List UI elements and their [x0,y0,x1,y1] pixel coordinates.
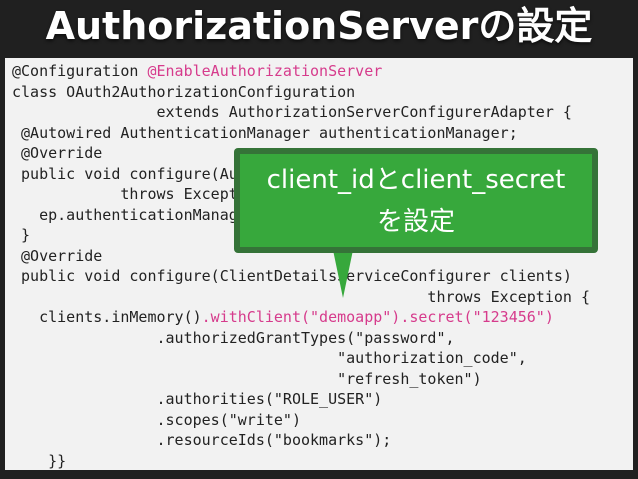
code-line: .authorities("ROLE_USER") [12,387,383,411]
code-token: @Configuration [12,62,148,80]
code-line: clients.inMemory().withClient("demoapp")… [12,305,554,329]
code-line: }} [12,449,66,471]
code-indent [12,185,120,203]
code-token: .authorities("ROLE_USER") [156,390,383,408]
code-line: extends AuthorizationServerConfigurerAda… [12,100,572,124]
code-indent [12,452,48,470]
code-token-highlight: .withClient("demoapp").secret("123456") [201,308,554,326]
code-line: public void configure(ClientDetailsServi… [12,264,572,288]
code-line: "refresh_token") [12,367,482,391]
code-indent [12,308,39,326]
code-token: .resourceIds("bookmarks"); [156,431,392,449]
code-token: "authorization_code", [337,349,527,367]
code-token: @Override [21,246,103,265]
code-indent [12,226,21,244]
code-token: clients.inMemory() [39,308,202,326]
code-token: } [21,226,31,244]
code-token: "refresh_token") [337,369,482,388]
code-line: .resourceIds("bookmarks"); [12,428,392,452]
code-indent [12,144,21,162]
code-indent [12,103,157,121]
callout-box: client_idとclient_secret を設定 [234,148,598,253]
code-token: }} [48,451,67,470]
code-token: @Override [21,144,103,162]
code-line: @Override [12,141,102,165]
code-indent [12,267,21,285]
code-indent [12,329,157,347]
code-indent [12,165,21,183]
code-indent [12,370,337,388]
code-indent [12,390,157,408]
code-indent [12,349,337,367]
code-line: .authorizedGrantTypes("password", [12,326,455,350]
code-indent [12,288,427,306]
callout-tail [333,250,353,298]
code-indent [12,247,21,265]
code-indent [12,124,21,142]
slide-title: AuthorizationServerの設定 [45,4,593,48]
code-token: public void configure(ClientDetailsServi… [21,267,572,285]
code-token: @Autowired AuthenticationManager authent… [21,123,518,142]
code-line: class OAuth2AuthorizationConfiguration [12,80,355,104]
callout-line-2: を設定 [376,207,455,237]
code-line: .scopes("write") [12,408,302,432]
code-line: "authorization_code", [12,346,527,370]
code-token: throws Exception { [427,287,590,306]
code-indent [12,206,39,224]
code-line: } [12,223,30,247]
code-line: throws Exception { [12,285,590,309]
code-token: .authorizedGrantTypes("password", [156,328,455,347]
code-token: .scopes("write") [156,410,302,429]
callout-line-1: client_idとclient_secret [266,165,566,195]
code-indent [12,431,157,449]
code-line: @Override [12,244,102,268]
code-indent [12,411,157,429]
code-token-highlight: @EnableAuthorizationServer [147,62,383,80]
code-token: class OAuth2AuthorizationConfiguration [12,82,356,101]
code-token: extends AuthorizationServerConfigurerAda… [156,103,572,121]
code-line: @Autowired AuthenticationManager authent… [12,121,518,145]
code-block: @Configuration @EnableAuthorizationServe… [5,58,633,470]
code-line: @Configuration @EnableAuthorizationServe… [12,59,382,83]
